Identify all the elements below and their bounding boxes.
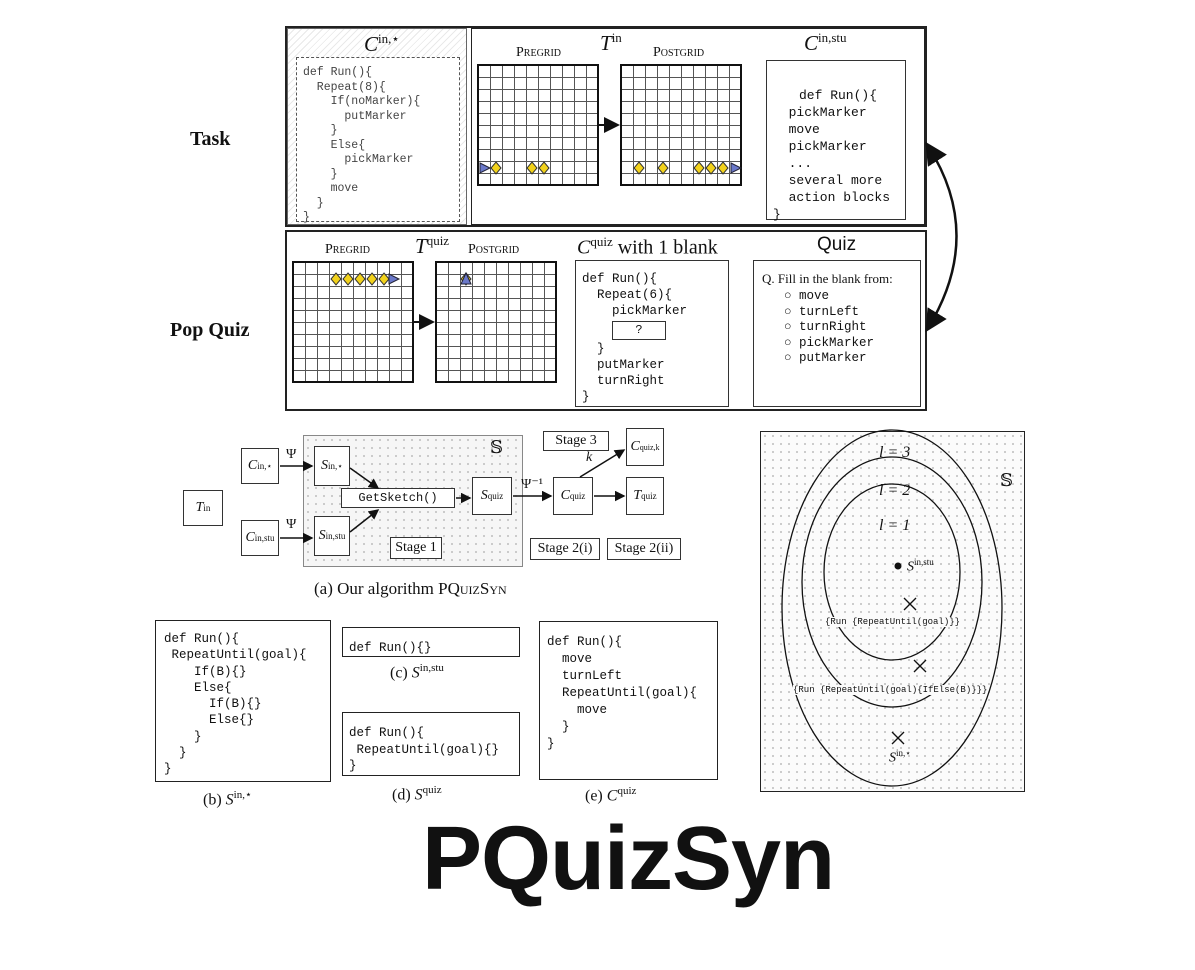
popquiz-panel: Tquiz Pregrid Postgrid Cquiz with 1 blan… — [285, 230, 927, 411]
tquiz-postgrid — [435, 261, 557, 383]
sketch-d-caption: (d) Squiz — [392, 784, 442, 804]
task-quiz-double-arrow — [925, 141, 958, 333]
alg-psi-inverse: Ψ⁻¹ — [521, 477, 543, 492]
alg-getsketch-node: GetSketch() — [341, 488, 455, 508]
tin-title: Tin — [600, 30, 622, 55]
tquiz-title: Tquiz — [415, 233, 450, 258]
cin-star-title: Cin,⋆ — [364, 31, 400, 56]
quiz-question: Q. Fill in the blank from: — [762, 271, 893, 286]
alg-k-label: k — [586, 450, 593, 465]
sketch-b-caption: (b) Sin,⋆ — [203, 789, 252, 809]
alg-psi-top: Ψ — [286, 447, 297, 462]
cquiz-code: def Run(){ Repeat(6){ pickMarker — [582, 272, 688, 318]
tin-box: Tin Pregrid Postgrid Cin,stu — [471, 28, 925, 225]
task-panel: Cin,⋆ def Run(){ Repeat(8){ If(noMarker)… — [285, 26, 927, 227]
cin-stu-code: def Run(){ pickMarker move pickMarker ..… — [773, 88, 891, 222]
row-label-popquiz: Pop Quiz — [170, 319, 250, 341]
venn-s-stu: Sin,stu — [907, 557, 934, 575]
quiz-option[interactable]: ○ turnLeft — [784, 304, 860, 319]
sketch-e-caption: (e) Cquiz — [585, 785, 637, 805]
venn-l3: l = 3 — [879, 444, 911, 461]
sketch-e-code: def Run(){ move turnLeft RepeatUntil(goa… — [547, 635, 698, 751]
quiz-option[interactable]: ○ putMarker — [784, 351, 867, 365]
quiz-options: ○ move ○ turnLeft ○ turnRight ○ pickMark… — [784, 289, 874, 367]
venn-l2: l = 2 — [879, 482, 911, 499]
venn-sketch1: {Run {RepeatUntil(goal)}} — [825, 617, 961, 627]
tquiz-markers — [330, 271, 472, 330]
cin-stu-title: Cin,stu — [804, 30, 847, 55]
alg-stage1: Stage 1 — [390, 537, 442, 559]
sketch-e-box: def Run(){ move turnLeft RepeatUntil(goa… — [539, 621, 718, 780]
cquiz-code-frame: def Run(){ Repeat(6){ pickMarker ? } put… — [575, 260, 729, 407]
quiz-frame: Q. Fill in the blank from: ○ move ○ turn… — [753, 260, 921, 407]
quiz-option[interactable]: ○ pickMarker — [784, 335, 875, 350]
alg-stage2ii: Stage 2(ii) — [607, 538, 681, 560]
tin-postgrid-label: Postgrid — [653, 45, 705, 60]
sketch-b-box: def Run(){ RepeatUntil(goal){ If(B){} El… — [155, 620, 331, 782]
alg-psi-bottom: Ψ — [286, 517, 297, 532]
sketch-d-code: def Run(){ RepeatUntil(goal){} } — [349, 726, 500, 773]
sketch-c-caption: (c) Sin,stu — [390, 662, 444, 682]
alg-stage3: Stage 3 — [543, 431, 609, 451]
sketch-c-code: def Run(){} — [349, 641, 432, 655]
cin-star-code-frame: def Run(){ Repeat(8){ If(noMarker){ putM… — [296, 57, 460, 224]
quiz-option[interactable]: ○ turnRight — [784, 320, 867, 334]
tin-markers — [479, 117, 743, 175]
cin-star-code: def Run(){ Repeat(8){ If(noMarker){ putM… — [303, 66, 421, 224]
venn-frame: 𝕊 l = 3 l = 2 l = 1 Sin,stu {Run {Repeat… — [760, 429, 1025, 792]
tin-pregrid — [477, 64, 599, 186]
tquiz-pregrid-label: Pregrid — [325, 242, 371, 257]
row-label-task: Task — [190, 128, 231, 150]
alg-edges — [280, 449, 626, 544]
cin-stu-code-frame: def Run(){ pickMarker move pickMarker ..… — [766, 60, 906, 222]
quiz-option[interactable]: ○ move — [784, 289, 830, 303]
venn-ellipses — [781, 429, 1003, 787]
sketch-d-box: def Run(){ RepeatUntil(goal){} } — [342, 712, 520, 776]
cquiz-blank: ? — [612, 321, 666, 340]
alg-caption: (a) Our algorithm PQuizSyn — [314, 579, 507, 598]
tquiz-postgrid-label: Postgrid — [468, 242, 520, 257]
quiz-title: Quiz — [817, 234, 857, 255]
venn-sketch2: {Run {RepeatUntil(goal){IfElse(B)}}} — [793, 685, 988, 695]
venn-set-symbol: 𝕊 — [1000, 470, 1013, 490]
venn-s-star: Sin,⋆ — [889, 748, 911, 766]
tin-pregrid-label: Pregrid — [516, 45, 562, 60]
alg-stage2i: Stage 2(i) — [530, 538, 600, 560]
venn-l1: l = 1 — [879, 517, 911, 534]
cin-star-box: Cin,⋆ def Run(){ Repeat(8){ If(noMarker)… — [287, 28, 467, 225]
sketch-c-box: def Run(){} — [342, 627, 520, 657]
cquiz-title: Cquiz with 1 blank — [577, 234, 718, 259]
tin-postgrid — [620, 64, 742, 186]
page-title: PQuizSyn — [422, 809, 835, 909]
cquiz-code-after: } putMarker turnRight } — [582, 342, 665, 404]
sketch-b-code: def Run(){ RepeatUntil(goal){ If(B){} El… — [164, 632, 307, 777]
alg-set-symbol: 𝕊 — [490, 437, 503, 457]
